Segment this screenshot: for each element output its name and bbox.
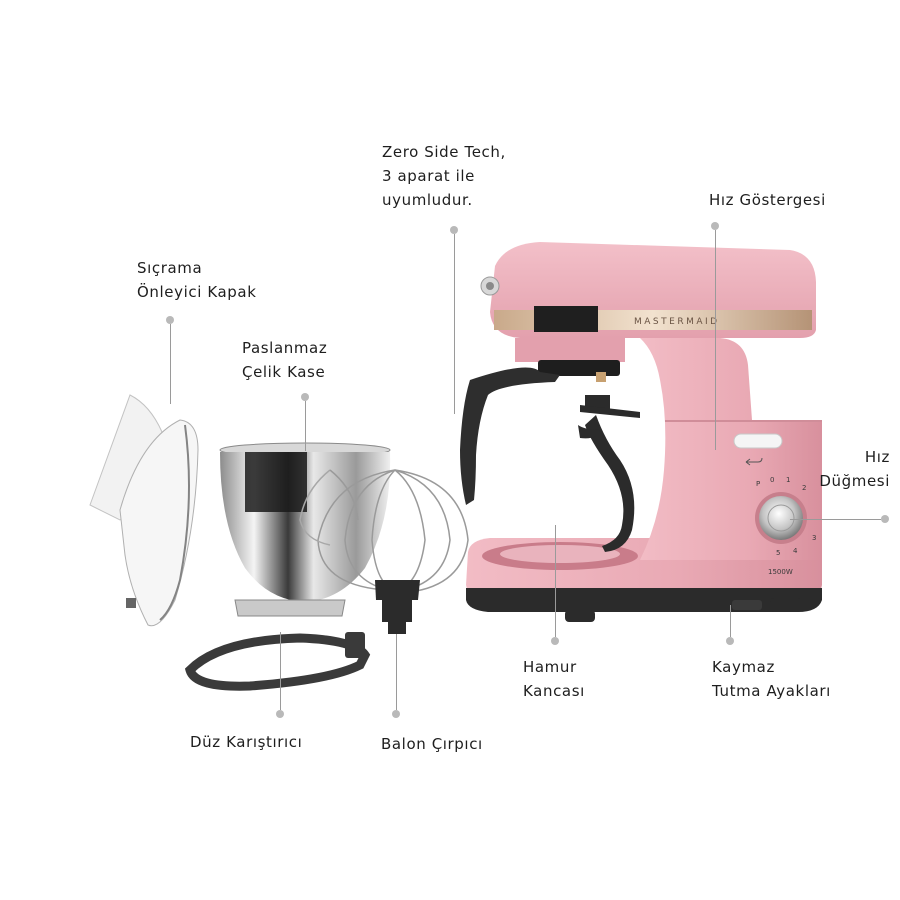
balloon-whisk-illustration: [299, 469, 469, 634]
dot-zero-side: [450, 226, 458, 234]
svg-text:0: 0: [770, 476, 774, 484]
brand-name: MASTERMAID: [634, 317, 720, 327]
dot-speed-indicator: [711, 222, 719, 230]
dot-splash-guard: [166, 316, 174, 324]
label-splash-guard: Sıçrama Önleyici Kapak: [137, 259, 257, 301]
mixer-head: MASTERMAID: [480, 242, 816, 382]
speed-dial-numbers: P 0 1 2 3 4 5: [756, 476, 816, 557]
dot-flat-beater: [276, 710, 284, 718]
line-stainless-bowl: [305, 401, 306, 451]
dot-dough-hook: [551, 637, 559, 645]
line-balloon-whisk: [396, 634, 397, 710]
label-dough-hook: Hamur Kancası: [523, 658, 585, 700]
line-splash-guard: [170, 324, 171, 404]
line-speed-knob: [790, 519, 881, 520]
line-flat-beater: [280, 632, 281, 710]
svg-text:5: 5: [776, 549, 780, 557]
line-dough-hook: [555, 525, 556, 637]
label-flat-beater: Düz Karıştırıcı: [190, 733, 303, 751]
svg-text:4: 4: [793, 547, 798, 555]
svg-text:P: P: [756, 480, 760, 488]
speed-knob: [759, 496, 803, 540]
label-speed-knob: Hız Düğmesi: [819, 448, 890, 490]
svg-text:3: 3: [812, 534, 816, 542]
label-non-slip-feet: Kaymaz Tutma Ayakları: [712, 658, 831, 700]
line-zero-side: [454, 234, 455, 414]
foot-left: [565, 610, 595, 622]
mixer-column: karaca P 0 1 2 3 4 5 1500W: [640, 338, 822, 576]
label-balloon-whisk: Balon Çırpıcı: [381, 735, 483, 753]
dot-balloon-whisk: [392, 710, 400, 718]
label-stainless-bowl: Paslanmaz Çelik Kase: [242, 339, 328, 381]
label-speed-indicator: Hız Göstergesi: [709, 191, 826, 209]
foot-right: [770, 598, 802, 612]
line-speed-indicator: [715, 230, 716, 450]
dough-hook-illustration: [578, 395, 640, 552]
splash-guard-illustration: [89, 394, 199, 627]
steel-bowl-illustration: [219, 442, 391, 617]
flat-beater-illustration: [184, 632, 371, 691]
dot-stainless-bowl: [301, 393, 309, 401]
power-rating: 1500W: [768, 568, 793, 576]
svg-text:1: 1: [786, 476, 790, 484]
mounted-splash-guard: [460, 367, 560, 505]
svg-text:2: 2: [802, 484, 806, 492]
line-non-slip-feet: [730, 605, 731, 637]
dot-speed-knob: [881, 515, 889, 523]
label-zero-side-tech: Zero Side Tech, 3 aparat ile uyumludur.: [382, 143, 506, 209]
speed-indicator: [733, 433, 783, 449]
dot-non-slip-feet: [726, 637, 734, 645]
side-logo: karaca: [752, 373, 777, 382]
